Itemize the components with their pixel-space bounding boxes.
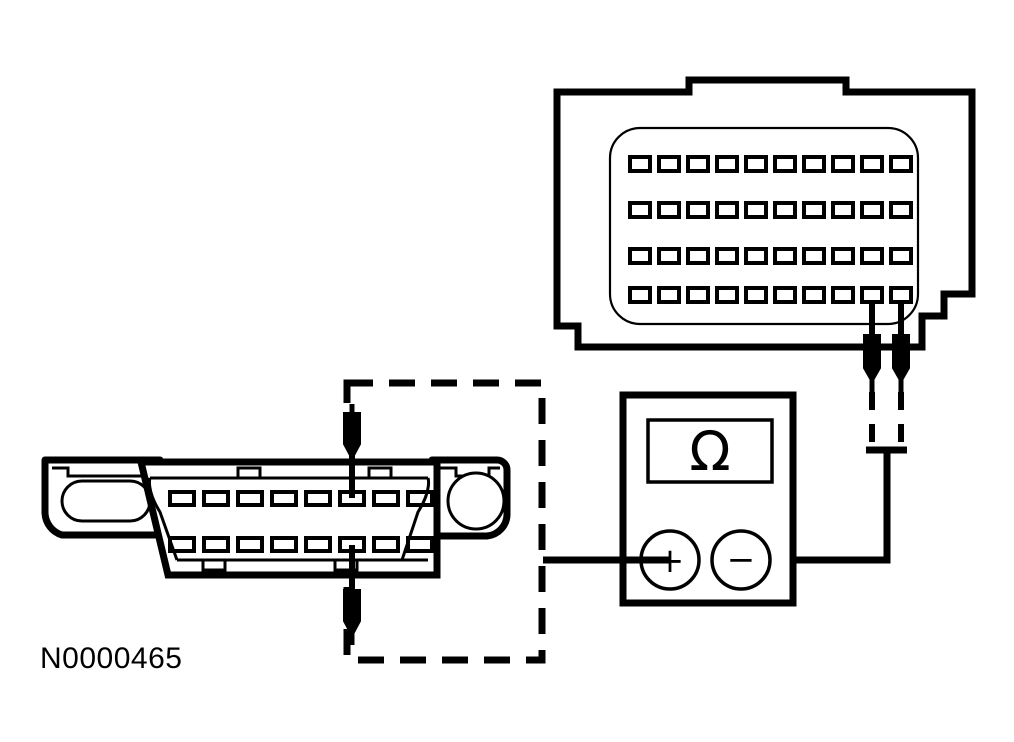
ohmmeter-negative-terminal[interactable] xyxy=(710,529,772,591)
ohmmeter-display xyxy=(646,418,774,484)
dlc-housing-right-bevel xyxy=(400,477,431,561)
negative-lead-dashed xyxy=(869,392,904,450)
dlc-housing-left-bevel xyxy=(147,477,179,561)
dlc-key-notches xyxy=(201,466,393,572)
data-link-connector[interactable] xyxy=(41,404,511,645)
dlc-right-tab-hole xyxy=(446,471,506,531)
module-connector-shell xyxy=(553,76,976,351)
module-probed-pin-10 xyxy=(889,286,913,304)
module-probed-pin-9 xyxy=(860,286,884,304)
ohmmeter[interactable]: Ω + − xyxy=(619,391,797,607)
module-probe-right[interactable] xyxy=(892,300,910,392)
dlc-left-tab-hole xyxy=(60,479,152,523)
module-connector-pin-grid xyxy=(628,155,913,304)
module-connector[interactable] xyxy=(553,76,976,392)
negative-terminal-label: − xyxy=(727,540,756,580)
dlc-pin-grid xyxy=(168,490,434,553)
ohm-symbol: Ω xyxy=(689,420,730,483)
module-connector-face xyxy=(608,126,920,326)
figure-id-label: N0000465 xyxy=(40,642,182,675)
dlc-probe-bottom[interactable] xyxy=(343,545,361,645)
dlc-probe-top[interactable] xyxy=(343,404,361,498)
negative-lead-return xyxy=(790,450,891,564)
module-probe-left[interactable] xyxy=(863,300,881,392)
